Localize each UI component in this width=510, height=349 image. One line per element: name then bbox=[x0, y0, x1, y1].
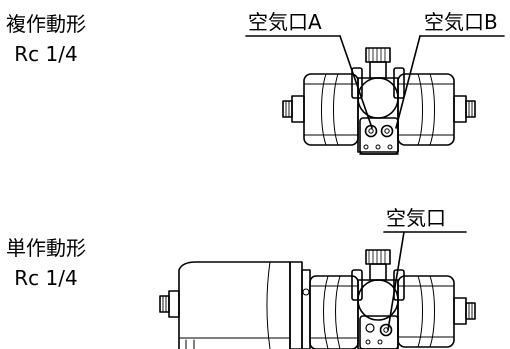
top-knob bbox=[365, 47, 391, 63]
double-acting-port-size: Rc 1/4 bbox=[14, 42, 78, 66]
port-a-leader bbox=[339, 35, 373, 129]
port-a bbox=[364, 124, 378, 138]
spring-end-bolt bbox=[159, 295, 170, 313]
single-acting-port-size: Rc 1/4 bbox=[14, 266, 78, 290]
right-end-bolt bbox=[465, 302, 476, 320]
double-acting-title: 複作動形 bbox=[6, 12, 86, 36]
center-dome bbox=[357, 77, 399, 119]
spring-cartridge bbox=[178, 261, 291, 349]
left-end-plate bbox=[291, 95, 305, 123]
single-acting-actuator-drawing bbox=[159, 231, 476, 349]
double-acting-actuator-drawing bbox=[245, 35, 505, 155]
port-b-leader bbox=[395, 35, 421, 129]
air-port bbox=[379, 323, 393, 337]
air-port-label: 空気口 bbox=[386, 206, 446, 230]
right-cylinder bbox=[397, 73, 455, 146]
air-port-a-label: 空気口A bbox=[248, 10, 322, 34]
right-cylinder bbox=[397, 275, 455, 348]
spring-flange bbox=[289, 261, 303, 349]
top-knob bbox=[365, 249, 391, 265]
right-end-bolt bbox=[465, 100, 476, 118]
port-leader bbox=[387, 231, 405, 331]
center-dome bbox=[357, 279, 399, 321]
port-manifold bbox=[359, 315, 399, 349]
port-b bbox=[380, 124, 394, 138]
right-end-plate bbox=[453, 95, 467, 123]
left-end-bolt bbox=[282, 100, 293, 118]
left-cylinder bbox=[303, 73, 359, 146]
single-acting-title: 単作動形 bbox=[6, 236, 86, 260]
air-port-b-label: 空気口B bbox=[424, 10, 498, 34]
center-body bbox=[357, 77, 399, 153]
